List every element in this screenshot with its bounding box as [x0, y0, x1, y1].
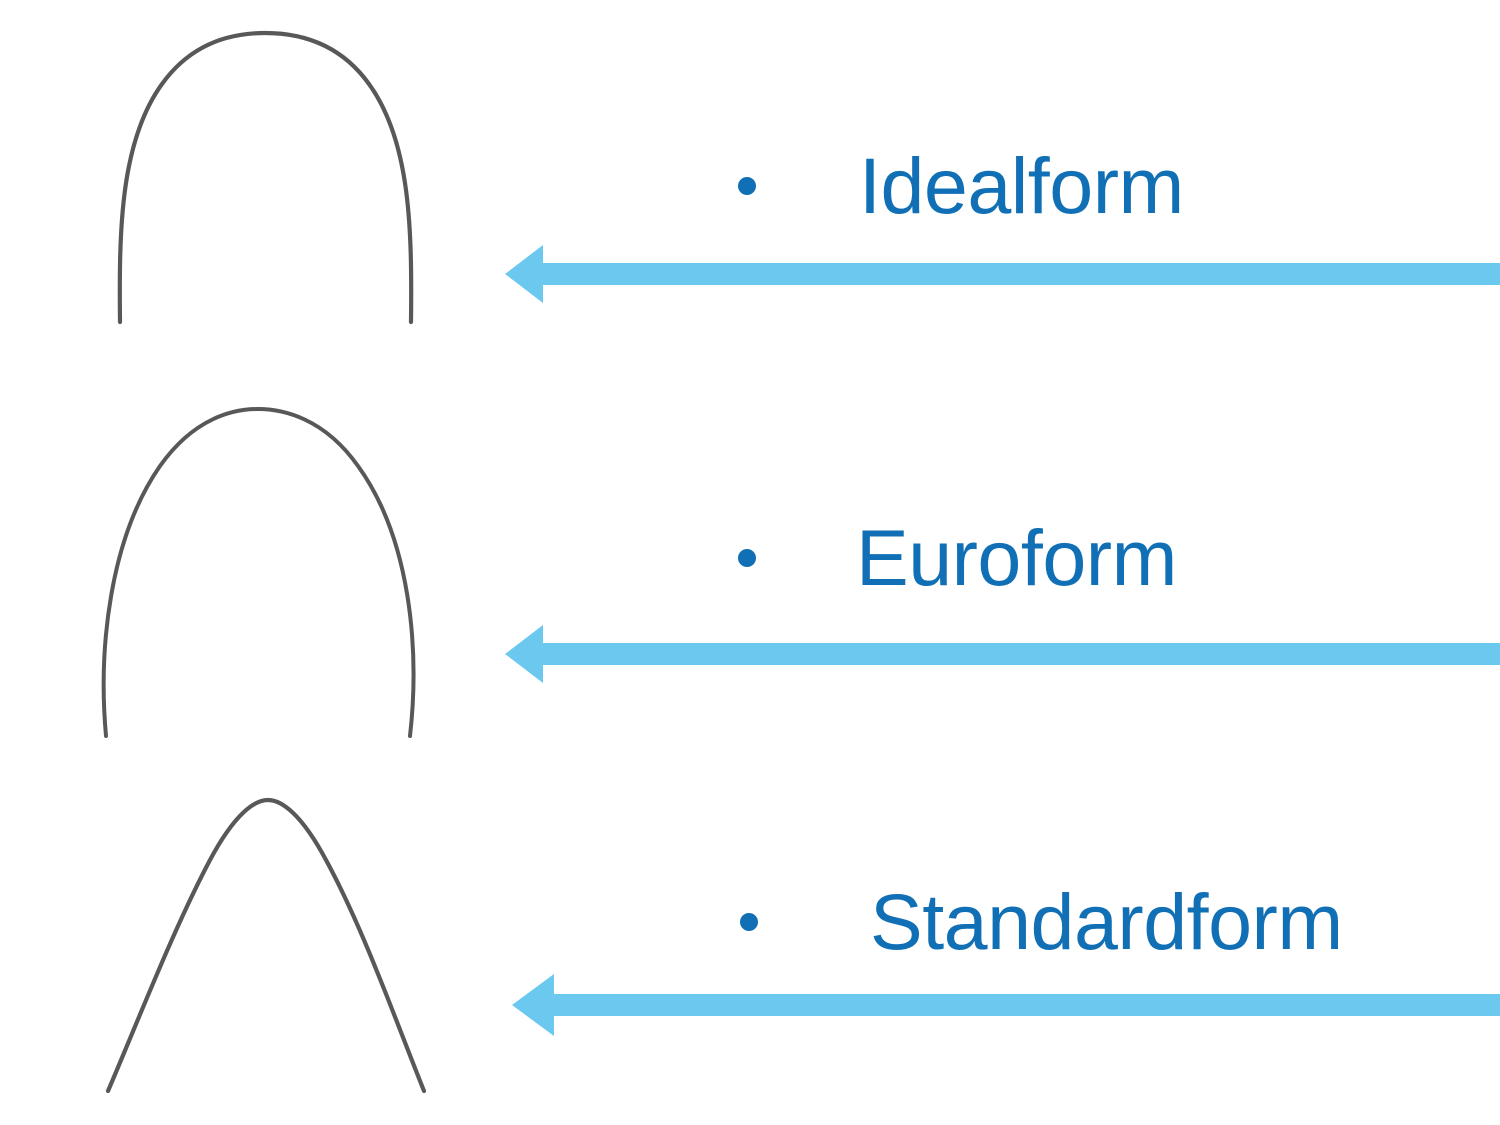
bullet-label-standardform: Standardform [870, 877, 1343, 966]
bullet-item-standardform[interactable]: Standardform [740, 882, 1343, 961]
left-arrow-idealform [505, 245, 1500, 303]
left-arrow-euroform [505, 625, 1500, 683]
bullet-dot-icon [738, 548, 756, 567]
bullet-label-idealform: Idealform [859, 141, 1184, 230]
bullet-dot-icon [738, 176, 756, 195]
archwire-illustration-standardform [105, 797, 427, 1094]
archwire-illustration-euroform [101, 406, 416, 738]
bullet-label-euroform: Euroform [856, 513, 1177, 602]
left-arrow-standardform [512, 974, 1500, 1036]
archwire-illustration-idealform [117, 30, 414, 325]
bullet-item-euroform[interactable]: Euroform [738, 518, 1177, 597]
bullet-dot-icon [740, 912, 758, 931]
bullet-item-idealform[interactable]: Idealform [738, 146, 1184, 225]
